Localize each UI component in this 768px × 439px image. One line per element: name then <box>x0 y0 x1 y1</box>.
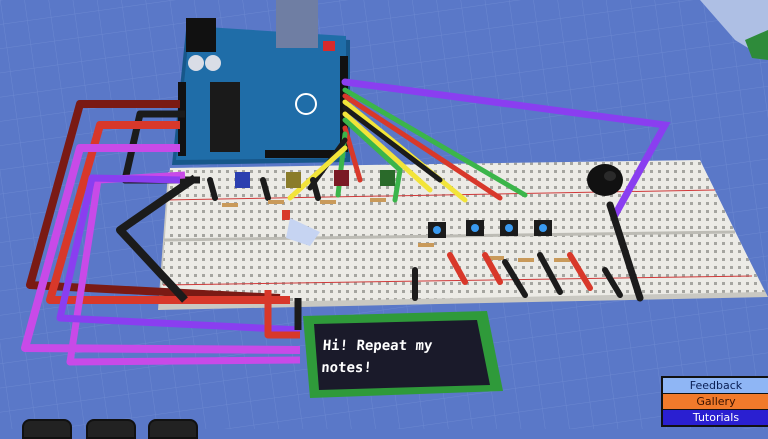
arduino-uno-board[interactable] <box>172 0 350 165</box>
hotbar-slot[interactable] <box>86 419 136 439</box>
gallery-button[interactable]: Gallery <box>663 394 768 410</box>
lcd-line-2: notes! <box>320 360 373 376</box>
push-buttons[interactable] <box>428 220 552 238</box>
hotbar-slot[interactable] <box>148 419 198 439</box>
resistors <box>222 198 570 262</box>
lcd-line-1: Hi! Repeat my <box>322 338 433 354</box>
chip <box>210 82 240 152</box>
led-blue <box>235 172 250 188</box>
breadboard[interactable] <box>158 160 768 310</box>
foliage <box>745 30 768 60</box>
led-red <box>334 170 349 186</box>
hotbar-slot[interactable] <box>22 419 72 439</box>
power-jack <box>186 18 216 52</box>
feedback-button[interactable]: Feedback <box>663 378 768 394</box>
left-wires <box>21 100 302 366</box>
tutorials-button[interactable]: Tutorials <box>663 410 768 425</box>
game-viewport[interactable] <box>0 0 768 429</box>
led-green <box>380 170 395 186</box>
button-wires <box>412 201 644 302</box>
reset-button <box>323 41 335 51</box>
usb-port <box>276 0 318 48</box>
led-yellow <box>286 172 301 188</box>
lcd-text: Hi! Repeat my notes! <box>320 335 488 379</box>
side-menu: Feedback Gallery Tutorials <box>661 376 768 427</box>
player-avatar <box>282 210 320 246</box>
lcd-display <box>303 311 503 398</box>
led-row <box>207 170 395 201</box>
piezo-buzzer <box>587 164 623 196</box>
signal-wires <box>287 78 671 219</box>
arduino-logo <box>295 93 317 115</box>
pin-header-bottom <box>265 150 335 158</box>
pin-header-left <box>178 82 186 156</box>
